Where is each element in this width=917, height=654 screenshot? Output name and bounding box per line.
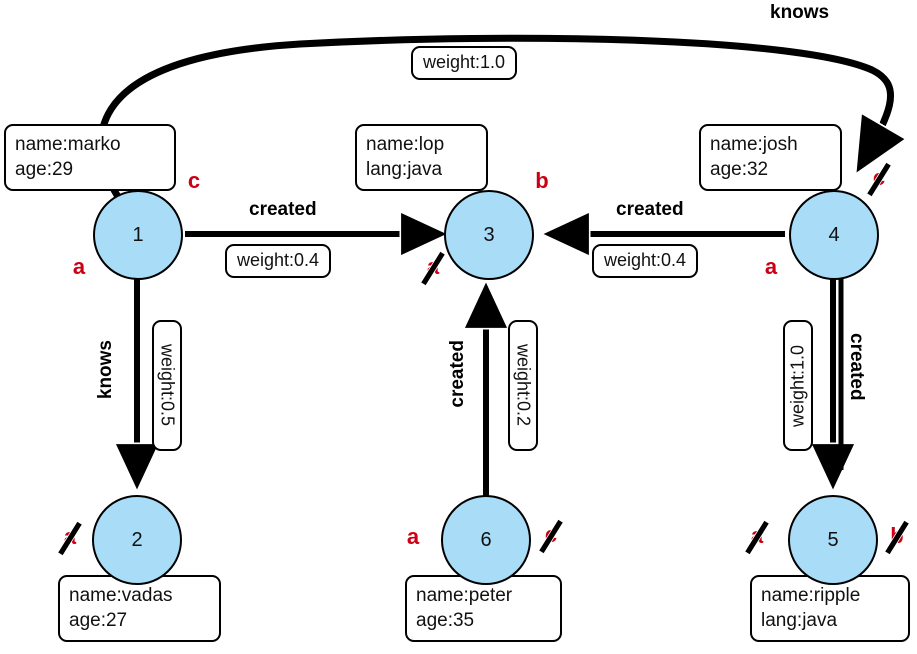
annotation-vertex-1-a: a: [66, 252, 92, 282]
property-line: name:ripple: [761, 585, 861, 606]
property-line: age:27: [69, 610, 128, 632]
vertex-6[interactable]: 6: [441, 495, 531, 585]
weight-box-created-6-3: weight:0.2: [508, 320, 538, 451]
annotation-vertex-6-c-struck: c: [538, 518, 564, 554]
annotation-vertex-3-b: b: [529, 166, 555, 196]
property-line: lang:java: [761, 610, 838, 632]
property-line: age:32: [710, 159, 769, 181]
vertex-5[interactable]: 5: [788, 495, 878, 585]
property-line: name:peter: [416, 585, 513, 606]
property-line: age:35: [416, 610, 475, 632]
vertex-label: 1: [132, 223, 144, 246]
edge-label-knows-1-4: knows: [769, 1, 831, 25]
vertex-label: 2: [131, 528, 143, 551]
vertex-4[interactable]: 4: [789, 190, 879, 280]
property-line: name:lop: [366, 134, 445, 155]
vertex-2[interactable]: 2: [92, 495, 182, 585]
property-line: name:josh: [710, 134, 798, 155]
edge-label-created-6-3: created: [446, 339, 470, 409]
property-line: name:vadas: [69, 585, 173, 606]
weight-box-knows-1-4: weight:1.0: [411, 46, 518, 80]
annotation-vertex-2-a-struck: a: [57, 520, 83, 556]
annotation-letter: b: [534, 167, 549, 194]
weight-box-knows-1-2: weight:0.5: [152, 320, 182, 451]
vertex-label: 6: [480, 528, 492, 551]
annotation-letter: a: [406, 523, 420, 550]
annotation-vertex-5-a-struck: a: [744, 519, 770, 555]
annotation-letter: a: [72, 253, 86, 280]
property-box-vertex-1: name:marko age:29: [4, 124, 176, 192]
annotation-vertex-5-b-struck: b: [884, 519, 910, 555]
vertex-1[interactable]: 1: [93, 190, 183, 280]
property-box-vertex-5: name:ripple lang:java: [750, 575, 910, 643]
property-line: age:29: [15, 159, 74, 181]
annotation-letter: a: [764, 253, 778, 280]
property-box-vertex-4: name:josh age:32: [699, 124, 842, 192]
annotation-vertex-4-c-struck: c: [866, 161, 892, 197]
property-line: lang:java: [366, 159, 443, 181]
edge-label-knows-1-2: knows: [94, 339, 118, 401]
vertex-3[interactable]: 3: [444, 190, 534, 280]
property-box-vertex-6: name:peter age:35: [405, 575, 562, 643]
annotation-vertex-1-c: c: [181, 166, 207, 196]
property-box-vertex-2: name:vadas age:27: [58, 575, 221, 643]
property-box-vertex-3: name:lop lang:java: [355, 124, 488, 192]
edge-label-created-4-3: created: [615, 198, 685, 222]
weight-box-created-1-3: weight:0.4: [225, 244, 332, 278]
weight-box-created-4-3: weight:0.4: [592, 244, 699, 278]
annotation-letter: c: [187, 167, 201, 194]
edge-label-created-1-3: created: [248, 198, 318, 222]
vertex-label: 3: [483, 223, 495, 246]
annotation-vertex-4-a: a: [758, 252, 784, 282]
vertex-label: 4: [828, 223, 840, 246]
weight-box-created-4-5: weight:1.0: [783, 320, 813, 451]
property-line: name:marko: [15, 134, 121, 155]
annotation-vertex-3-a-struck: a: [420, 250, 446, 286]
vertex-label: 5: [827, 528, 839, 551]
annotation-vertex-6-a: a: [400, 522, 426, 552]
edge-label-created-4-5: created: [845, 332, 869, 402]
edge-line-knows-1-4: [97, 34, 891, 207]
